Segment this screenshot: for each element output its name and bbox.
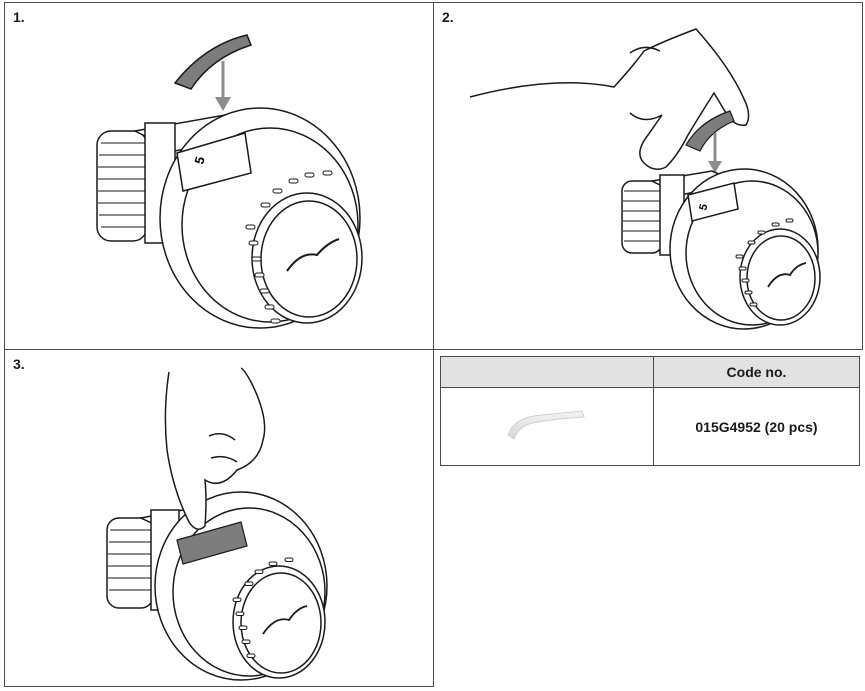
clip-strip-icon (176, 521, 248, 565)
step-2-number: 2. (442, 9, 454, 25)
hand-icon (164, 367, 266, 530)
code-table: Code no. 015G4952 (20 pcs) (440, 356, 860, 466)
code-number: 015G4952 (20 pcs) (653, 387, 860, 466)
thermostat-head-icon (106, 491, 328, 681)
clip-strip-icon (507, 410, 585, 440)
hand-icon (469, 28, 750, 170)
clip-strip-icon (173, 34, 252, 90)
down-arrow-icon (708, 133, 722, 173)
step-3-illustration (106, 367, 328, 681)
step-1-illustration: 5 (96, 34, 363, 329)
clip-strip-icon (685, 110, 735, 152)
table-header-image (440, 356, 654, 388)
clip-image-cell (440, 387, 654, 466)
step-1-panel: 1. (4, 2, 434, 350)
thermostat-head-icon (621, 168, 821, 330)
thermostat-head-icon (96, 107, 363, 329)
dial-digit: 5 (191, 155, 207, 166)
step-2-illustration: 5 (469, 28, 821, 330)
step-2-panel: 2. (433, 2, 863, 350)
down-arrow-icon (215, 61, 231, 111)
dial-digit: 5 (697, 203, 710, 212)
table-row: 015G4952 (20 pcs) (440, 387, 860, 466)
step-1-number: 1. (13, 9, 25, 25)
step-3-panel: 3. (4, 349, 434, 687)
step-3-number: 3. (13, 356, 25, 372)
table-header-code: Code no. (653, 356, 860, 388)
table-header-row: Code no. (440, 356, 860, 388)
